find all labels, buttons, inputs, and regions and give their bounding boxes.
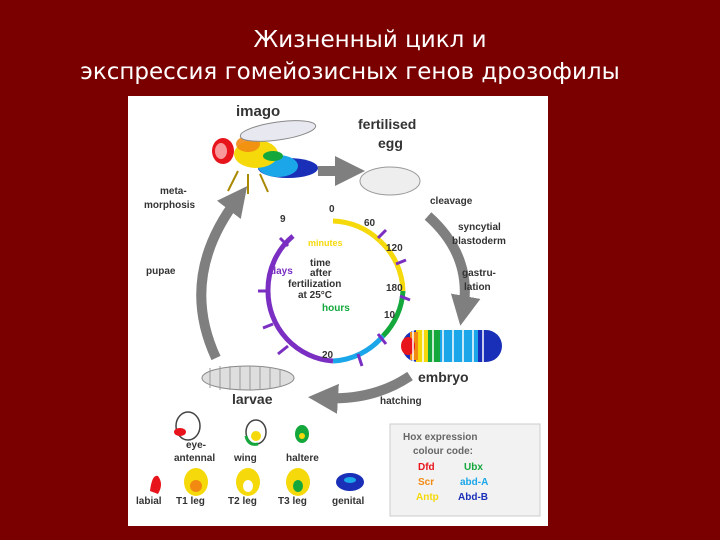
label-haltere: haltere xyxy=(286,453,319,464)
label-gastru: gastru- xyxy=(462,268,496,279)
t1-leg-disc-icon xyxy=(184,468,208,496)
clock-tick-10: 10 xyxy=(384,310,396,321)
arrow-larvae-to-imago xyxy=(196,186,248,361)
wing-disc-icon xyxy=(244,419,267,446)
title-line-2: экспрессия гомейозисных генов дрозофилы xyxy=(80,59,620,85)
legend-item-abd-a: abd-A xyxy=(460,477,488,488)
label-lation: lation xyxy=(464,282,491,293)
clock-after-label: after xyxy=(310,268,332,279)
label-antennal: antennal xyxy=(174,453,215,464)
label-t2-leg: T2 leg xyxy=(228,496,257,507)
label-labial: labial xyxy=(136,496,162,507)
imago-fly-icon xyxy=(212,120,318,194)
legend-item-scr: Scr xyxy=(418,477,434,488)
legend-item-ubx: Ubx xyxy=(464,462,483,473)
arrow-embryo-to-larvae xyxy=(308,371,413,414)
label-wing: wing xyxy=(233,453,257,464)
labial-disc-icon xyxy=(150,475,161,494)
label-cleavage: cleavage xyxy=(430,196,473,207)
life-cycle-diagram: imago fertilised egg cleavage syncytial … xyxy=(128,96,548,526)
clock-fertilization-label: fertilization xyxy=(288,279,341,290)
slide-title: Жизненный цикл и экспрессия гомейозисных… xyxy=(0,24,720,88)
label-blastoderm: blastoderm xyxy=(452,236,506,247)
clock-tick-9: 9 xyxy=(280,214,286,225)
clock-tick-120: 120 xyxy=(386,243,403,254)
larva-icon xyxy=(201,365,295,391)
label-eye: eye- xyxy=(186,440,206,451)
genital-disc-icon xyxy=(336,473,364,491)
clock-tick-20: 20 xyxy=(322,350,334,361)
label-egg: egg xyxy=(378,135,403,151)
title-line-1: Жизненный цикл и xyxy=(253,27,487,53)
label-hatching: hatching xyxy=(380,396,422,407)
label-morphosis: morphosis xyxy=(144,200,196,211)
clock-tick-0: 0 xyxy=(329,204,335,215)
legend-item-abd-b: Abd-B xyxy=(458,492,488,503)
label-embryo: embryo xyxy=(418,369,469,385)
clock-days-label: days xyxy=(270,266,293,277)
legend-box xyxy=(389,423,541,517)
clock-minutes-label: minutes xyxy=(308,238,343,248)
label-genital: genital xyxy=(332,496,364,507)
t2-leg-disc-icon xyxy=(236,468,260,496)
egg-icon xyxy=(359,166,421,196)
label-fertilised: fertilised xyxy=(358,116,416,132)
legend-title-line-1: Hox expression xyxy=(403,432,477,443)
label-t3-leg: T3 leg xyxy=(278,496,307,507)
label-imago: imago xyxy=(236,103,280,120)
clock-hours-label: hours xyxy=(322,303,350,314)
clock-tick-60: 60 xyxy=(364,218,376,229)
embryo-icon xyxy=(401,330,502,362)
clock-temp-label: at 25°C xyxy=(298,290,332,301)
legend-item-dfd: Dfd xyxy=(418,462,435,473)
legend-item-antp: Antp xyxy=(416,492,439,503)
clock-time-label: time xyxy=(310,258,331,269)
legend-title-line-2: colour code: xyxy=(413,446,473,457)
label-meta: meta- xyxy=(160,186,187,197)
label-syncytial: syncytial xyxy=(458,222,501,233)
label-larvae: larvae xyxy=(232,391,273,407)
t3-leg-disc-icon xyxy=(286,468,310,496)
label-t1-leg: T1 leg xyxy=(176,496,205,507)
arrow-egg-to-embryo xyxy=(424,212,481,326)
developmental-clock xyxy=(258,218,411,367)
label-pupae: pupae xyxy=(146,266,176,277)
clock-tick-180: 180 xyxy=(386,283,403,294)
eye-antennal-disc-icon xyxy=(174,411,201,441)
haltere-disc-icon xyxy=(295,425,309,443)
